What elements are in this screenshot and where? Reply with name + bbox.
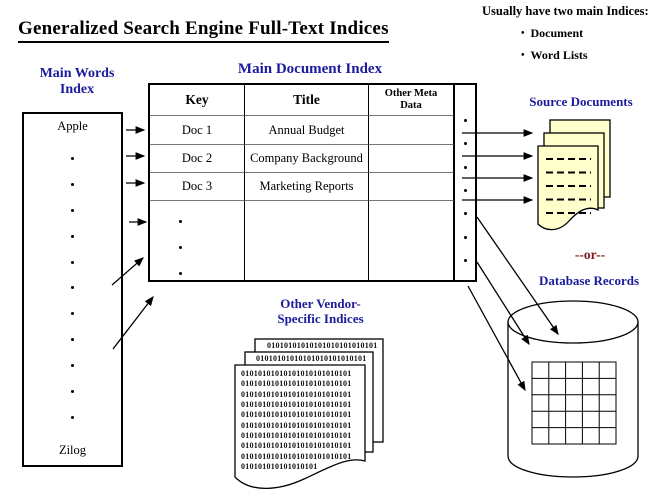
table-cell-key: Doc 3	[150, 173, 245, 201]
table-cell-key: Doc 2	[150, 145, 245, 173]
word-index-dots	[24, 157, 121, 419]
table-cell-title: Annual Budget	[245, 116, 369, 145]
dot	[178, 220, 182, 223]
word-index-heading-line2: Index	[59, 82, 95, 98]
column-header-key: Key	[150, 85, 245, 116]
table-cell-empty	[245, 201, 369, 280]
table-cell-empty	[369, 201, 454, 280]
dot	[71, 338, 74, 342]
table-cell-meta	[369, 145, 454, 173]
source-doc-dash-lines	[546, 158, 591, 214]
binary-line: 01010101010101010101010101	[241, 441, 352, 451]
vendor-indices-heading: Other Vendor- Specific Indices	[258, 296, 383, 327]
binary-line: 01010101010101010101010101	[241, 379, 352, 389]
pointer-column	[454, 85, 475, 280]
binary-line: 01010101010101010101010101	[241, 420, 352, 430]
word-index-last-word: Zilog	[58, 443, 87, 457]
database-records-heading: Database Records	[538, 273, 639, 288]
table-cell-meta	[369, 116, 454, 145]
dot	[71, 286, 74, 290]
dot	[463, 212, 467, 216]
source-documents-heading: Source Documents	[529, 94, 633, 109]
source-documents-icon	[537, 119, 611, 231]
table-cell-meta	[369, 173, 454, 201]
binary-line: 01010101010101010101010101	[241, 451, 352, 461]
dot	[178, 272, 182, 275]
dot	[71, 415, 74, 419]
table-cell-title: Marketing Reports	[245, 173, 369, 201]
arrow-to-database-3	[467, 285, 526, 392]
document-index-table: Key Title Other Meta Data Doc 1 Annual B…	[148, 83, 477, 282]
note-item-document: • Document	[521, 26, 583, 41]
note-item-word-lists: • Word Lists	[521, 48, 588, 63]
binary-line: 01010101010101010101010101	[241, 400, 352, 410]
document-index-heading: Main Document Index	[237, 61, 383, 77]
binary-page-mid-line: 01010101010101010101010101	[256, 354, 367, 363]
dot	[463, 235, 467, 239]
table-cell-more-rows	[150, 201, 245, 280]
dot	[71, 260, 74, 264]
column-header-meta-line2: Data	[400, 100, 422, 111]
dot	[463, 142, 467, 146]
word-index-heading-line1: Main Words	[39, 66, 115, 81]
note-item-label: Document	[530, 26, 584, 40]
database-cylinder-icon	[507, 300, 639, 478]
binary-line: 010101010101010101	[241, 462, 318, 472]
note-heading: Usually have two main Indices:	[482, 4, 649, 18]
dot	[71, 364, 74, 368]
word-index-first-word: Apple	[57, 119, 88, 133]
binary-line: 01010101010101010101010101	[241, 389, 352, 399]
column-header-title: Title	[245, 85, 369, 116]
dot	[463, 188, 467, 192]
vendor-heading-line1: Other Vendor-	[280, 296, 361, 311]
word-index-box: Apple Zilog	[22, 112, 123, 467]
page-title: Generalized Search Engine Full-Text Indi…	[18, 18, 389, 43]
dot	[71, 312, 74, 316]
bullet-icon: •	[521, 50, 525, 61]
vendor-heading-line2: Specific Indices	[277, 310, 364, 326]
table-to-database-arrows	[467, 216, 559, 392]
column-header-meta: Other Meta Data	[369, 85, 454, 116]
dot	[178, 246, 182, 249]
bullet-icon: •	[521, 28, 525, 39]
column-header-meta-line1: Other Meta	[384, 88, 438, 100]
more-rows-dots	[178, 220, 182, 275]
database-grid	[531, 361, 617, 445]
dot	[71, 182, 74, 186]
dot	[463, 119, 467, 122]
dot	[71, 390, 74, 394]
dot	[71, 157, 74, 160]
arrow-to-database-2	[476, 261, 530, 346]
dot	[463, 165, 467, 169]
table-cell-key: Doc 1	[150, 116, 245, 145]
dot	[71, 234, 74, 238]
or-divider: --or--	[574, 247, 606, 262]
binary-page-back-line: 01010101010101010101010101	[267, 341, 378, 350]
note-item-label: Word Lists	[530, 48, 588, 62]
binary-line: 01010101010101010101010101	[241, 369, 352, 378]
binary-line: 01010101010101010101010101	[241, 410, 352, 420]
table-cell-title: Company Background	[245, 145, 369, 173]
word-index-heading: Main Words Index	[18, 66, 136, 98]
binary-line: 01010101010101010101010101	[241, 431, 352, 441]
dot	[463, 258, 467, 262]
dot	[71, 208, 74, 212]
pointer-dots	[455, 119, 475, 262]
